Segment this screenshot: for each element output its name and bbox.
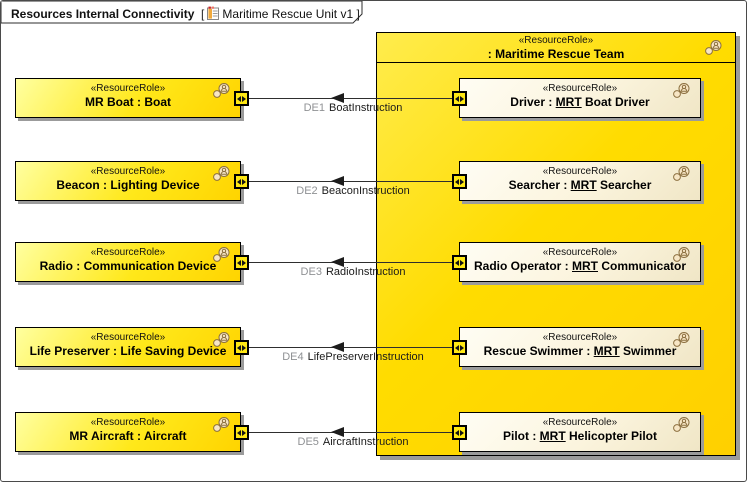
port-arrows-icon[interactable] [452,174,467,189]
resource-role-box-rescue-swimmer[interactable]: «ResourceRole» Rescue Swimmer : MRT Swim… [459,327,701,367]
stereotype-label: «ResourceRole» [542,247,618,258]
resource-role-icon [704,39,723,56]
connector-arrowhead-icon [331,176,344,186]
resource-role-box-searcher[interactable]: «ResourceRole» Searcher : MRT Searcher [459,161,701,201]
bracket-open: [ [194,7,205,21]
resource-role-box-mr-aircraft[interactable]: «ResourceRole» MR Aircraft : Aircraft [15,412,241,452]
resource-role-box-beacon[interactable]: «ResourceRole» Beacon : Lighting Device [15,161,241,201]
container-name: : Maritime Rescue Team [487,47,625,61]
stereotype-label: «ResourceRole» [542,417,618,428]
stereotype-label: «ResourceRole» [542,166,618,177]
connector-arrowhead-icon [331,342,344,352]
connector-arrowhead-icon [331,257,344,267]
resource-role-box-driver[interactable]: «ResourceRole» Driver : MRT Boat Driver [459,78,701,118]
box-name: Beacon : Lighting Device [56,178,200,192]
stereotype-label: «ResourceRole» [90,417,166,428]
connector-name: LifePreserverInstruction [307,351,424,363]
stereotype-label: «ResourceRole» [90,332,166,343]
box-name: Driver : MRT Boat Driver [510,95,650,109]
resource-role-icon [212,416,231,433]
connector-id: DE4 [282,351,304,363]
resource-role-icon [672,165,691,182]
resource-role-icon [672,82,691,99]
port-arrows-icon[interactable] [234,425,249,440]
connector-name: RadioInstruction [325,266,406,278]
resource-role-box-mr-boat[interactable]: «ResourceRole» MR Boat : Boat [15,78,241,118]
port-arrows-icon[interactable] [234,174,249,189]
connector-arrowhead-icon [331,93,344,103]
resource-role-box-life-preserver[interactable]: «ResourceRole» Life Preserver : Life Sav… [15,327,241,367]
port-arrows-icon[interactable] [452,425,467,440]
resource-role-box-radio[interactable]: «ResourceRole» Radio : Communication Dev… [15,242,241,282]
box-name: Rescue Swimmer : MRT Swimmer [483,344,677,358]
stereotype-label: «ResourceRole» [90,247,166,258]
port-arrows-icon[interactable] [234,255,249,270]
resource-role-icon [672,246,691,263]
diagram-title-text: Resources Internal Connectivity [11,7,195,21]
container-stereotype: «ResourceRole» [518,35,594,46]
connector-arrowhead-icon [331,427,344,437]
connector-line[interactable] [242,432,459,433]
stereotype-label: «ResourceRole» [90,83,166,94]
connector-line[interactable] [242,262,459,263]
diagram-frame-tab [1,1,363,24]
diagram-context-name: Maritime Rescue Unit v1 [222,7,354,21]
resource-role-icon [212,246,231,263]
resource-role-icon [672,331,691,348]
connector-name: AircraftInstruction [322,436,409,448]
port-arrows-icon[interactable] [234,91,249,106]
diagram-icon [207,6,220,23]
port-arrows-icon[interactable] [452,255,467,270]
box-name: Life Preserver : Life Saving Device [29,344,227,358]
connector-id: DE3 [300,266,322,278]
connector-name: BoatInstruction [329,102,403,114]
box-name: Pilot : MRT Helicopter Pilot [502,429,658,443]
port-arrows-icon[interactable] [234,340,249,355]
connector-line[interactable] [242,347,459,348]
resource-role-icon [212,331,231,348]
connector-name: BeaconInstruction [321,185,410,197]
container-header: «ResourceRole» : Maritime Rescue Team [377,33,735,63]
resource-role-icon [212,165,231,182]
resource-role-icon [212,82,231,99]
port-arrows-icon[interactable] [452,340,467,355]
box-name: Radio : Communication Device [39,259,217,273]
box-name: MR Boat : Boat [85,95,171,109]
connector-id: DE5 [297,436,319,448]
connector-line[interactable] [242,181,459,182]
port-arrows-icon[interactable] [452,91,467,106]
bracket-close: ] [353,7,360,21]
stereotype-label: «ResourceRole» [542,332,618,343]
resource-role-box-pilot[interactable]: «ResourceRole» Pilot : MRT Helicopter Pi… [459,412,701,452]
stereotype-label: «ResourceRole» [90,166,166,177]
resource-role-box-radio-operator[interactable]: «ResourceRole» Radio Operator : MRT Comm… [459,242,701,282]
box-name: Radio Operator : MRT Communicator [473,259,687,273]
connector-id: DE2 [296,185,318,197]
diagram-title: Resources Internal Connectivity [ Maritim… [11,6,360,22]
connector-line[interactable] [242,98,459,99]
box-name: MR Aircraft : Aircraft [69,429,187,443]
stereotype-label: «ResourceRole» [542,83,618,94]
box-name: Searcher : MRT Searcher [508,178,652,192]
resource-role-icon [672,416,691,433]
connector-id: DE1 [303,102,326,114]
